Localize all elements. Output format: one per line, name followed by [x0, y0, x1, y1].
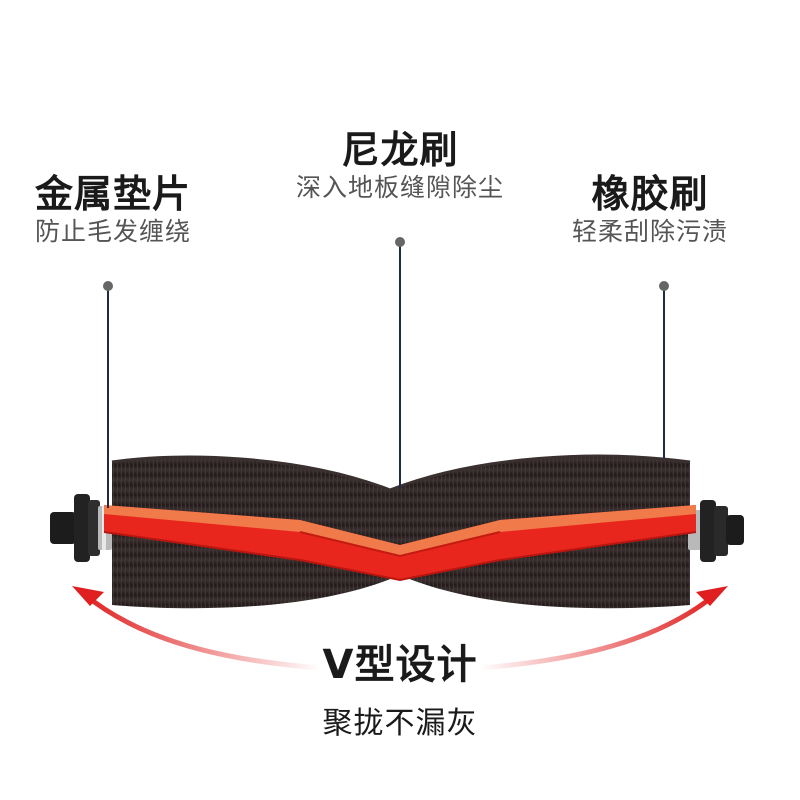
metal-spacer-subtitle: 防止毛发缠绕	[34, 217, 191, 246]
v-design-arrows	[72, 586, 728, 671]
metal-spacer-label: 金属垫片 防止毛发缠绕	[8, 172, 218, 248]
nylon-brush-label: 尼龙刷 深入地板缝隙除尘	[255, 128, 545, 204]
right-arrowhead-icon	[696, 586, 728, 606]
left-arrowhead-icon	[72, 586, 104, 606]
nylon-bristles	[111, 454, 691, 609]
pointer-lines	[103, 237, 669, 508]
right-axle	[688, 500, 744, 562]
left-axle	[50, 494, 112, 562]
nylon-brush-title: 尼龙刷	[341, 128, 459, 172]
v-design-title: V型设计	[322, 642, 478, 688]
v-shaped-rubber-frame	[103, 505, 697, 582]
rubber-brush-subtitle: 轻柔刮除污渍	[571, 217, 728, 246]
v-design-label: V型设计 聚拢不漏灰	[260, 640, 540, 746]
rubber-brush-title: 橡胶刷	[591, 172, 709, 216]
rubber-brush-label: 橡胶刷 轻柔刮除污渍	[545, 172, 755, 248]
v-design-subtitle: 聚拢不漏灰	[322, 706, 478, 741]
nylon-brush-subtitle: 深入地板缝隙除尘	[295, 173, 504, 202]
metal-spacer-title: 金属垫片	[34, 172, 191, 216]
